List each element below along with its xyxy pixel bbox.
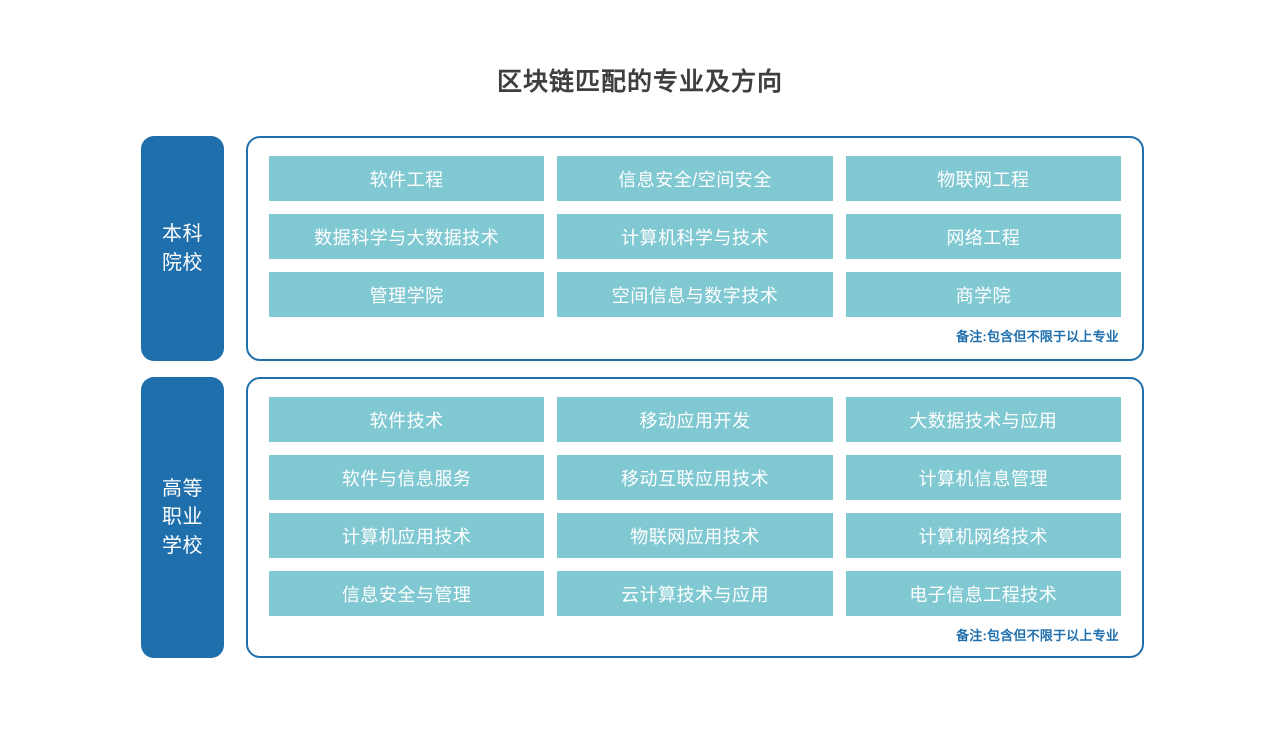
major-grid-vocational: 软件技术 移动应用开发 大数据技术与应用 软件与信息服务 移动互联应用技术 计算… (269, 397, 1121, 616)
tier-label-vocational: 高等 职业 学校 (141, 377, 224, 658)
panel-note-vocational: 备注:包含但不限于以上专业 (956, 628, 1119, 643)
major-chip[interactable]: 软件技术 (269, 397, 545, 442)
major-chip[interactable]: 管理学院 (269, 272, 545, 317)
major-row: 信息安全与管理 云计算技术与应用 电子信息工程技术 (269, 571, 1121, 616)
major-row: 软件技术 移动应用开发 大数据技术与应用 (269, 397, 1121, 442)
major-chip[interactable]: 空间信息与数字技术 (557, 272, 833, 317)
panel-undergraduate: 软件工程 信息安全/空间安全 物联网工程 数据科学与大数据技术 计算机科学与技术… (246, 136, 1144, 361)
major-chip[interactable]: 云计算技术与应用 (557, 571, 833, 616)
major-chip[interactable]: 网络工程 (845, 214, 1121, 259)
major-row: 软件工程 信息安全/空间安全 物联网工程 (269, 156, 1121, 201)
major-chip[interactable]: 物联网工程 (845, 156, 1121, 201)
major-chip[interactable]: 计算机应用技术 (269, 513, 545, 558)
major-row: 软件与信息服务 移动互联应用技术 计算机信息管理 (269, 455, 1121, 500)
tier-label-undergraduate-text: 本科 院校 (162, 223, 203, 274)
major-chip[interactable]: 软件与信息服务 (269, 455, 545, 500)
panel-note-undergraduate: 备注:包含但不限于以上专业 (956, 329, 1119, 344)
page-title: 区块链匹配的专业及方向 (496, 68, 783, 96)
major-chip[interactable]: 移动互联应用技术 (557, 455, 833, 500)
major-chip[interactable]: 信息安全与管理 (269, 571, 545, 616)
major-chip[interactable]: 计算机网络技术 (845, 513, 1121, 558)
major-chip[interactable]: 信息安全/空间安全 (557, 156, 833, 201)
section-undergraduate: 本科 院校 软件工程 信息安全/空间安全 物联网工程 数据科学与大数据技术 计算… (141, 136, 1144, 361)
major-row: 数据科学与大数据技术 计算机科学与技术 网络工程 (269, 214, 1121, 259)
major-chip[interactable]: 物联网应用技术 (557, 513, 833, 558)
major-row: 管理学院 空间信息与数字技术 商学院 (269, 272, 1121, 317)
section-vocational: 高等 职业 学校 软件技术 移动应用开发 大数据技术与应用 软件与信息服务 移动… (141, 377, 1144, 658)
major-chip[interactable]: 商学院 (845, 272, 1121, 317)
major-chip[interactable]: 电子信息工程技术 (845, 571, 1121, 616)
tier-label-vocational-text: 高等 职业 学校 (162, 477, 203, 557)
major-grid-undergraduate: 软件工程 信息安全/空间安全 物联网工程 数据科学与大数据技术 计算机科学与技术… (269, 156, 1121, 317)
major-chip[interactable]: 计算机科学与技术 (557, 214, 833, 259)
major-chip[interactable]: 移动应用开发 (557, 397, 833, 442)
major-chip[interactable]: 大数据技术与应用 (845, 397, 1121, 442)
panel-vocational: 软件技术 移动应用开发 大数据技术与应用 软件与信息服务 移动互联应用技术 计算… (246, 377, 1144, 658)
major-row: 计算机应用技术 物联网应用技术 计算机网络技术 (269, 513, 1121, 558)
major-chip[interactable]: 计算机信息管理 (845, 455, 1121, 500)
major-chip[interactable]: 数据科学与大数据技术 (269, 214, 545, 259)
major-chip[interactable]: 软件工程 (269, 156, 545, 201)
tier-label-undergraduate: 本科 院校 (141, 136, 224, 361)
